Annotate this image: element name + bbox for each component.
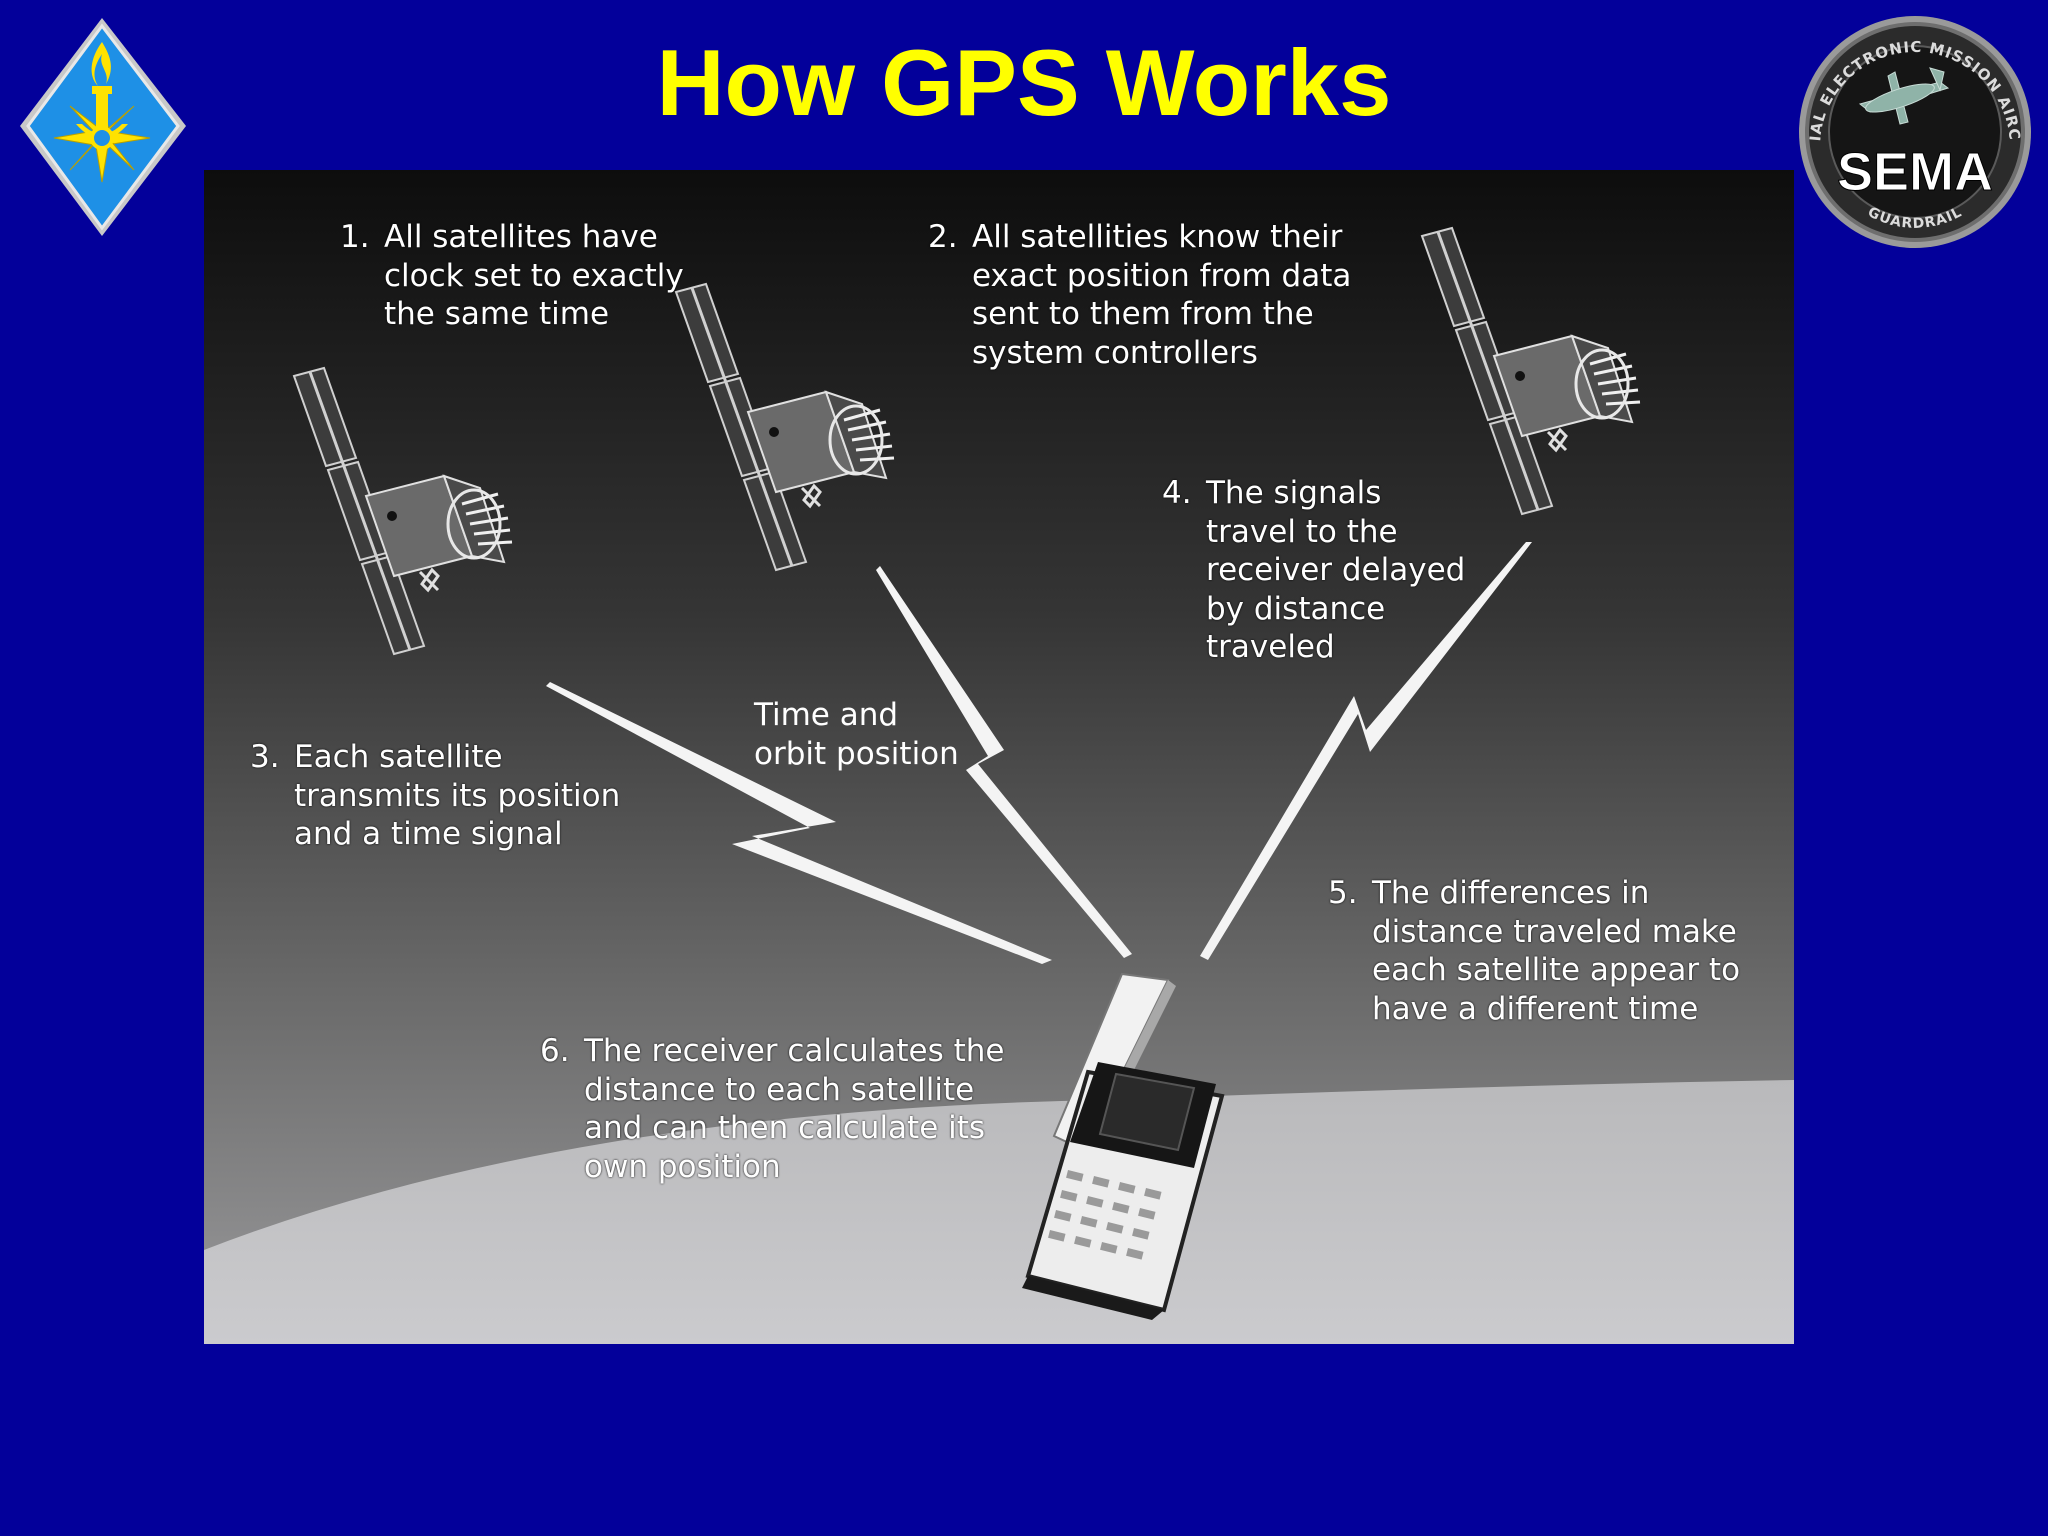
step-6-number: 6. <box>540 1033 570 1069</box>
step-5-number: 5. <box>1328 875 1358 911</box>
step-1-text: All satellites have clock set to exactly… <box>384 219 684 332</box>
step-6: 6. The receiver calculates the distance … <box>540 1032 1004 1186</box>
step-5: 5. The differences in distance traveled … <box>1328 874 1740 1028</box>
step-5-text: The differences in distance traveled mak… <box>1372 875 1741 1027</box>
signal-label: Time and orbit position <box>754 697 959 772</box>
gps-receiver-icon <box>1022 972 1225 1320</box>
step-3-text: Each satellite transmits its position an… <box>294 739 621 852</box>
step-4: 4. The signals travel to the receiver de… <box>1162 474 1465 667</box>
step-2: 2. All satellities know their exact posi… <box>928 218 1351 372</box>
step-4-number: 4. <box>1162 475 1192 511</box>
step-1: 1. All satellites have clock set to exac… <box>340 218 684 334</box>
step-2-number: 2. <box>928 219 958 255</box>
satellite-icon <box>1420 226 1642 516</box>
step-3-number: 3. <box>250 739 280 775</box>
slide-title: How GPS Works <box>656 30 1392 135</box>
step-3: 3. Each satellite transmits its position… <box>250 738 620 854</box>
step-1-number: 1. <box>340 219 370 255</box>
step-4-text: The signals travel to the receiver delay… <box>1206 475 1466 665</box>
svg-text:SEMA: SEMA <box>1837 142 1993 202</box>
satellite-icon <box>292 366 514 656</box>
step-6-text: The receiver calculates the distance to … <box>584 1033 1005 1185</box>
sema-aircraft-badge-icon: SPECIAL ELECTRONIC MISSION AIRCRAFT GUAR… <box>1784 0 2040 262</box>
satellite-icon <box>674 282 896 572</box>
gps-diagram: 1. All satellites have clock set to exac… <box>204 170 1794 1344</box>
torch-star-diamond-icon <box>14 14 194 244</box>
signal-bolt-icon <box>546 542 1532 964</box>
step-2-text: All satellities know their exact positio… <box>972 219 1352 371</box>
